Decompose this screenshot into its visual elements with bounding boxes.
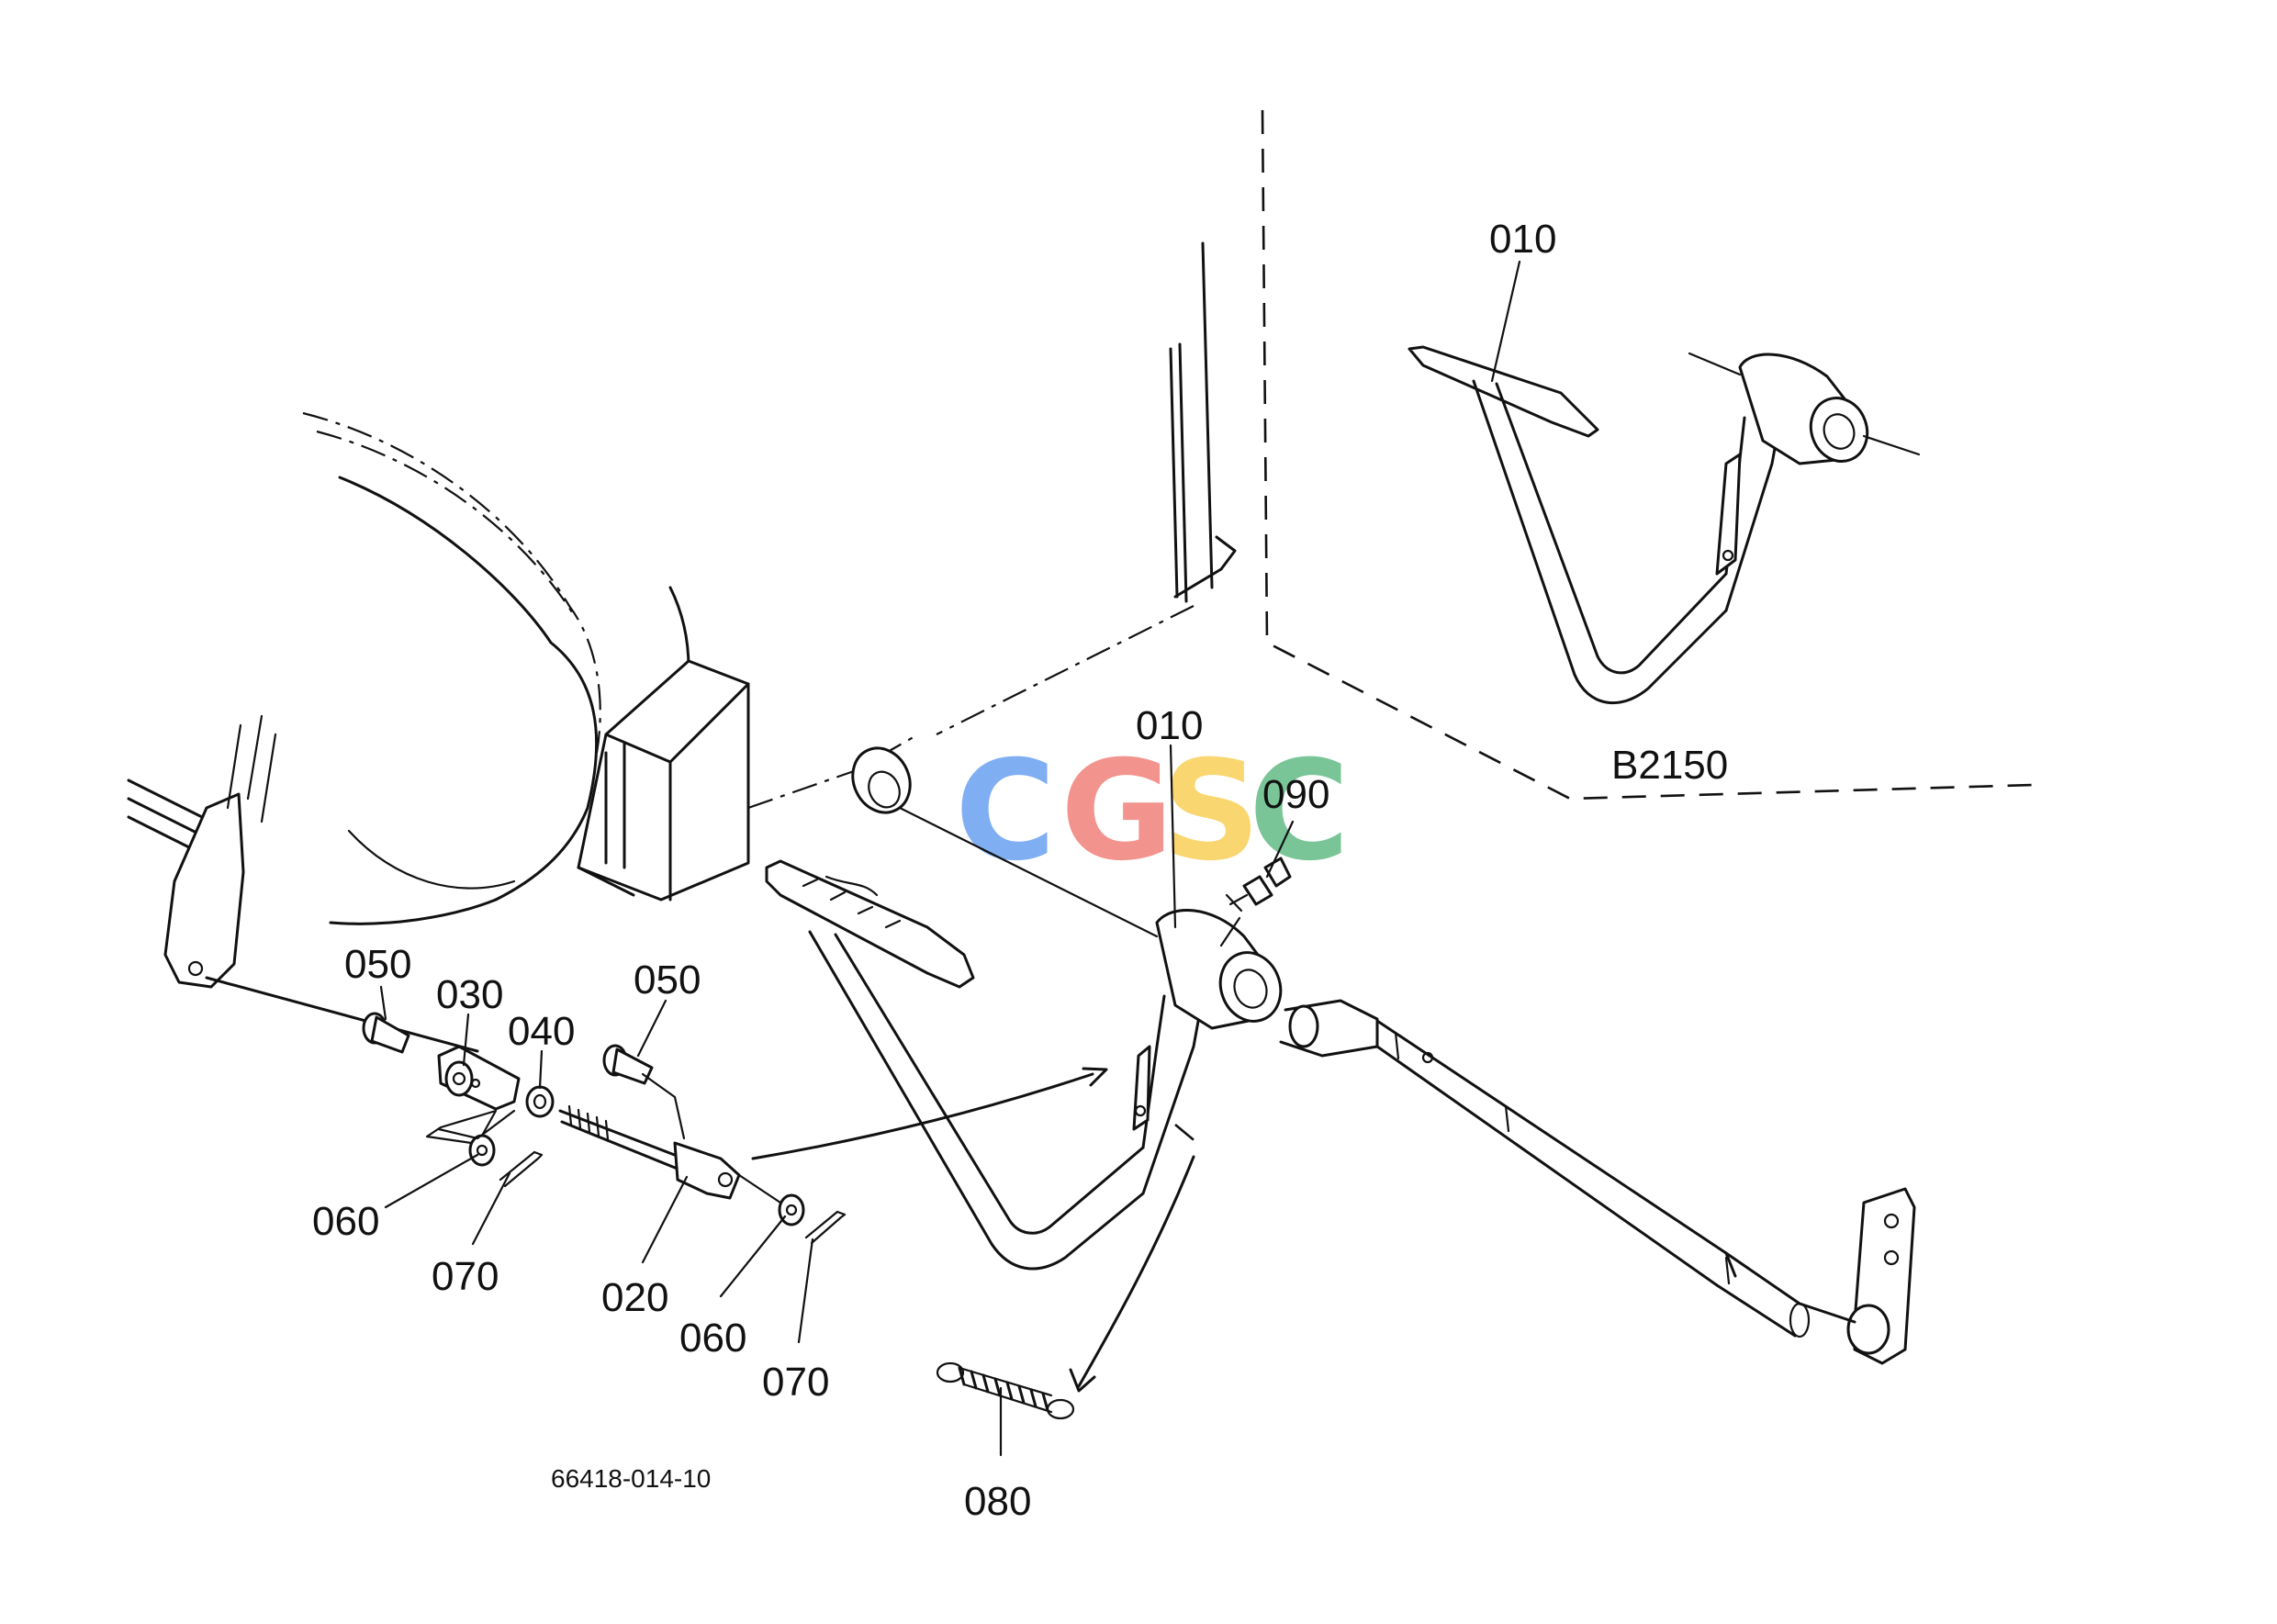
- lock-nut-040: [525, 1085, 555, 1118]
- clevis-pin-left: [362, 1012, 410, 1054]
- transmission-housing: [302, 411, 919, 925]
- variant-label: B2150: [1611, 743, 1728, 788]
- watermark-letter-1: C: [955, 732, 1056, 891]
- clevis-pin-right: [602, 1044, 686, 1140]
- inset-boundary: [1261, 109, 2035, 801]
- callout-090: 090: [1262, 772, 1329, 817]
- callout-020: 020: [601, 1275, 668, 1320]
- frame-rails: [936, 241, 1237, 735]
- callout-010-main: 010: [1136, 703, 1203, 748]
- callout-050-left: 050: [344, 942, 411, 987]
- brake-pedal-010-inset: [1408, 345, 1921, 704]
- cotter-pin-070-right: [804, 1210, 847, 1245]
- drawing-code: 66418-014-10: [551, 1464, 711, 1493]
- callout-070-left: 070: [432, 1254, 499, 1299]
- callout-labels: 010 010 090 050 030 040 050 060 070 020 …: [312, 217, 1728, 1524]
- callout-050-right: 050: [634, 958, 701, 1002]
- callout-060-left: 060: [312, 1199, 379, 1244]
- watermark-letter-4: C: [1249, 732, 1350, 891]
- clevis-030: [425, 1045, 521, 1146]
- callout-070-right: 070: [762, 1360, 829, 1405]
- callout-080: 080: [964, 1479, 1031, 1524]
- callout-010-inset: 010: [1489, 217, 1556, 262]
- pedal-rod-020: [558, 1104, 741, 1200]
- leader-lines: [379, 260, 1521, 1457]
- watermark-logo: C G S C: [955, 732, 1350, 891]
- assembly-arrows: [751, 1067, 1204, 1393]
- cotter-pin-070-left: [499, 1150, 544, 1188]
- linkage-hardware: [362, 1012, 847, 1245]
- shaft-bushing: [851, 746, 1159, 938]
- cross-shaft: [1279, 999, 1916, 1365]
- callout-060-right: 060: [679, 1316, 746, 1361]
- left-linkage-arm: [127, 714, 479, 1053]
- callout-030: 030: [436, 972, 503, 1017]
- callout-040: 040: [508, 1009, 575, 1054]
- return-spring-080: [936, 1361, 1075, 1420]
- watermark-letter-3: S: [1161, 732, 1261, 891]
- washer-060-left: [468, 1134, 496, 1167]
- brake-pedal-010-main: [765, 859, 1283, 1271]
- watermark-letter-2: G: [1060, 732, 1173, 891]
